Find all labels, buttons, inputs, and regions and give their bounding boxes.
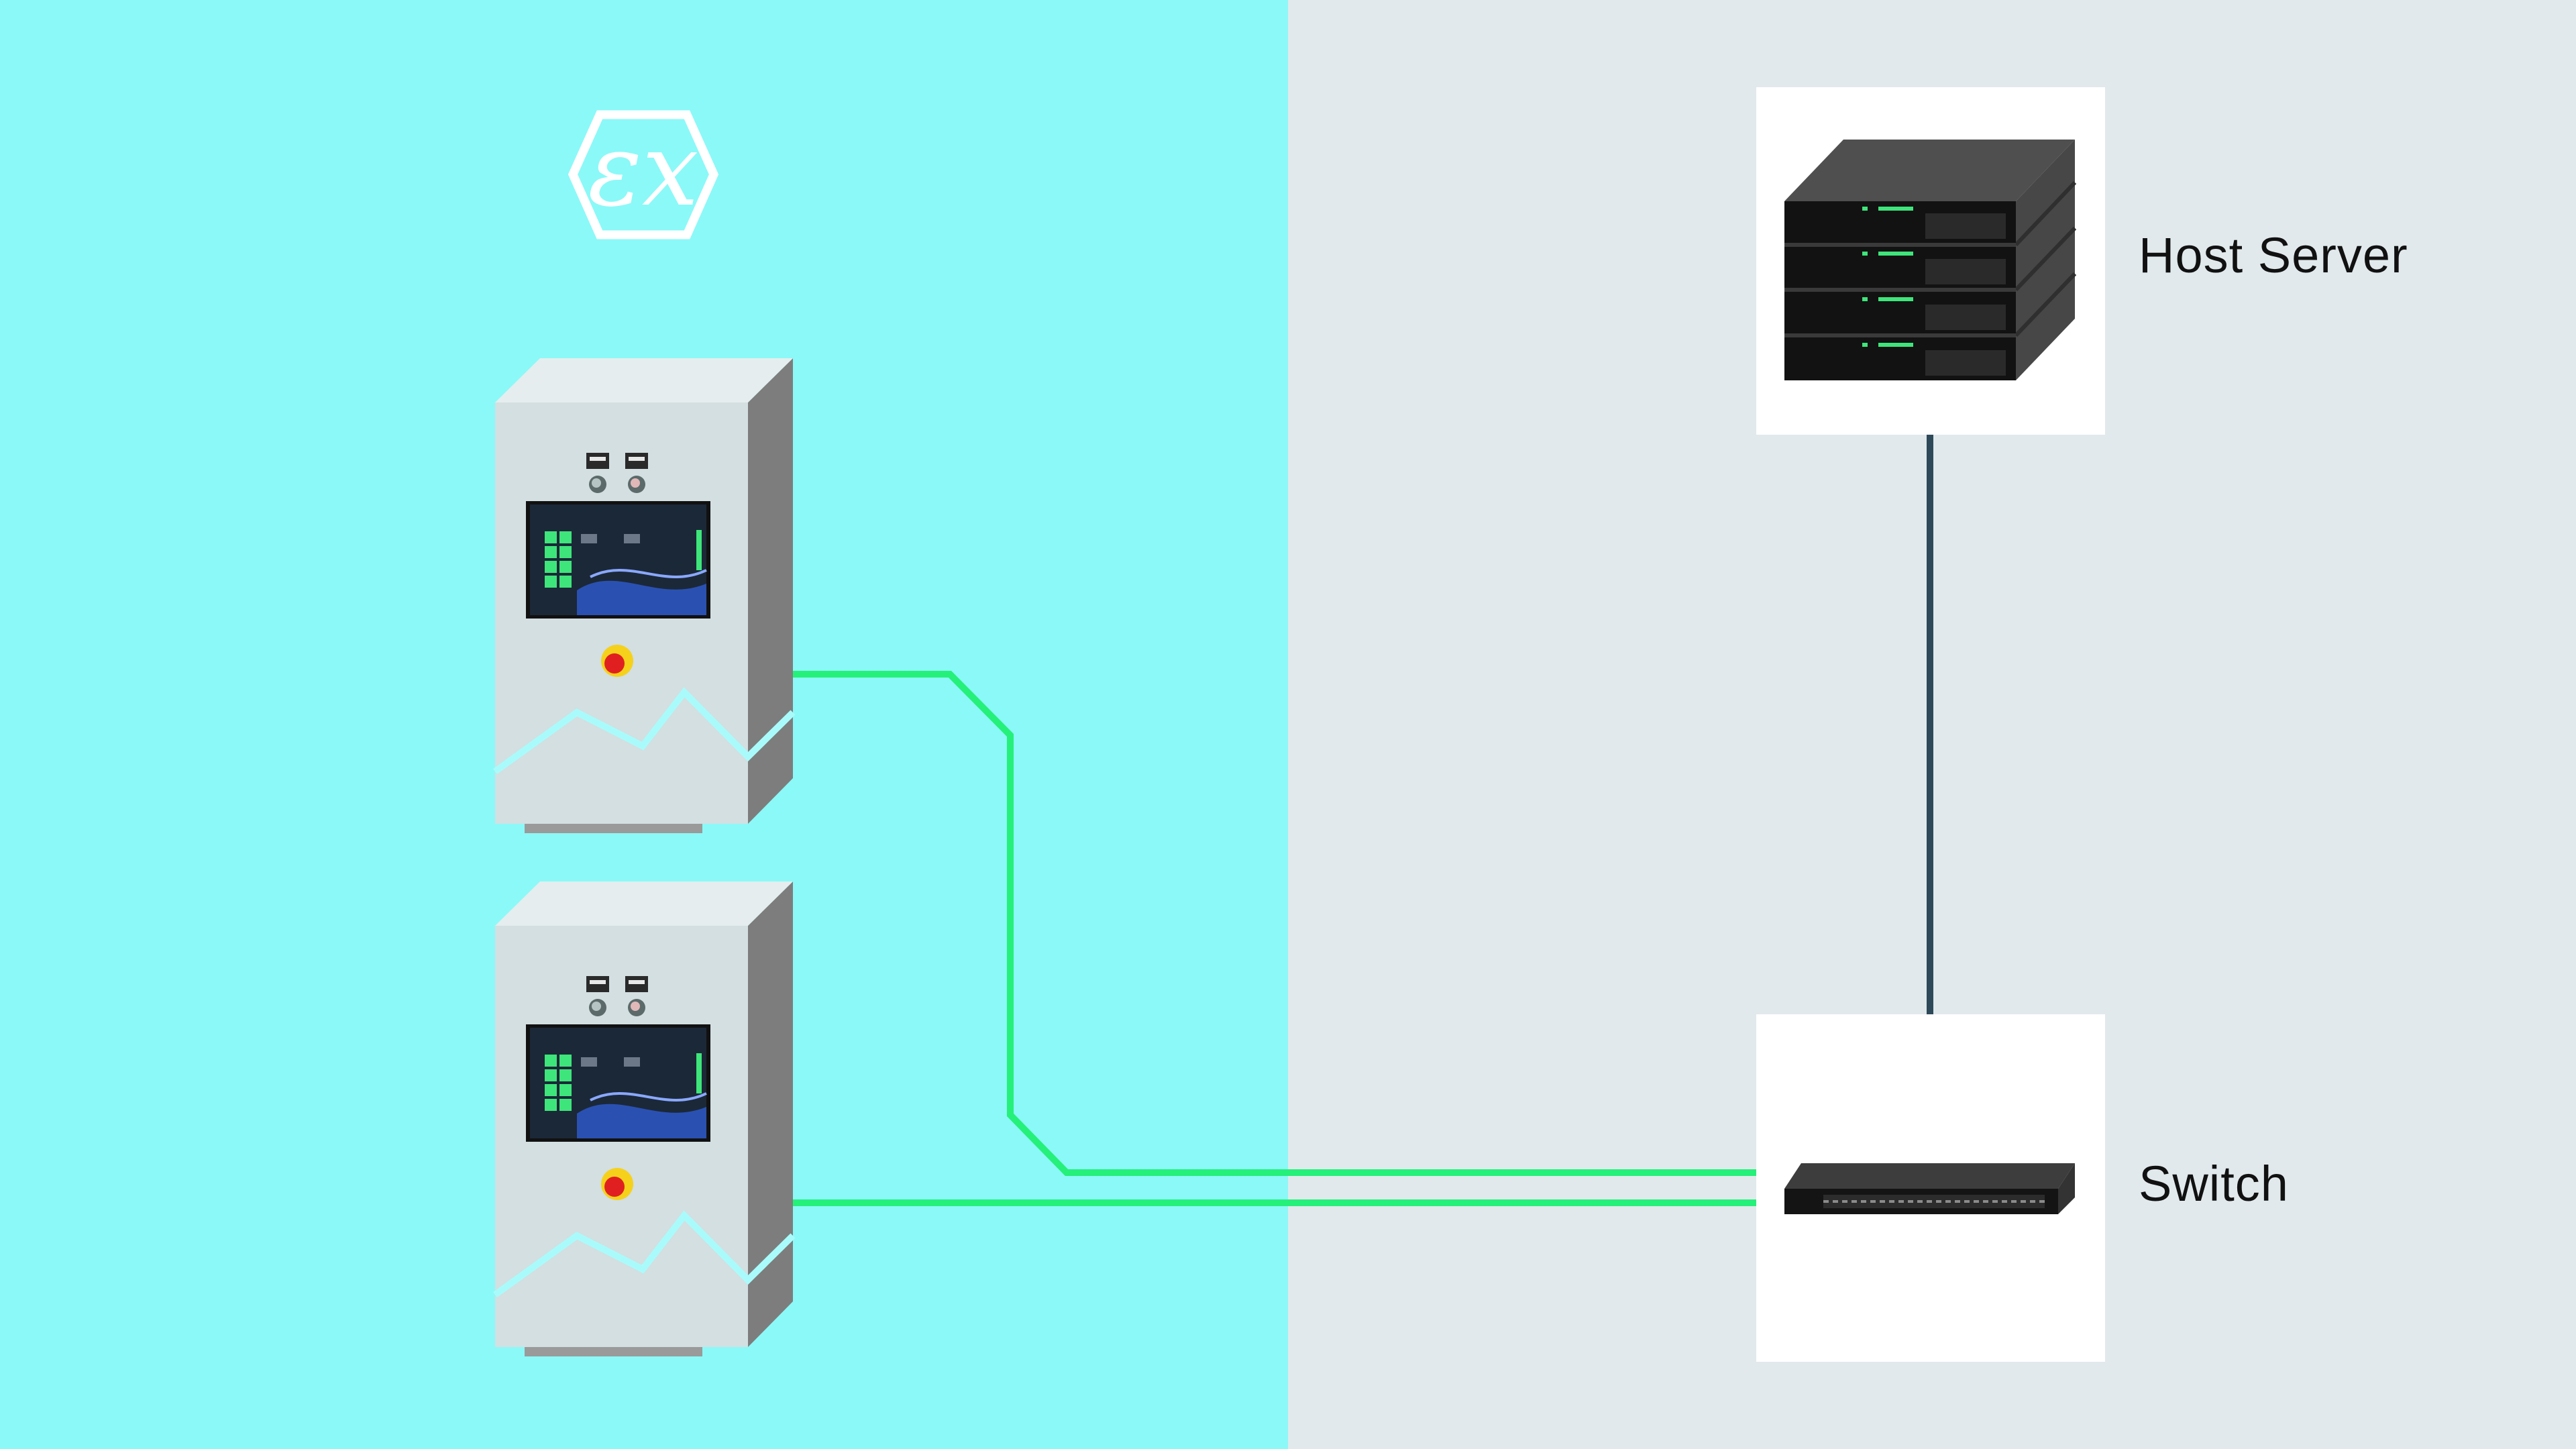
panel-1-ethernet-link — [793, 671, 1756, 1176]
control-panel-icon — [495, 881, 793, 1356]
server-rack-icon — [1784, 140, 2077, 380]
control-panel-icon — [495, 358, 793, 833]
host-server-label: Host Server — [2139, 227, 2408, 283]
ex-hazard-icon: εx — [568, 110, 719, 239]
switch-label: Switch — [2139, 1156, 2289, 1212]
network-switch-icon — [1784, 1163, 2075, 1214]
svg-text:εx: εx — [588, 112, 698, 229]
